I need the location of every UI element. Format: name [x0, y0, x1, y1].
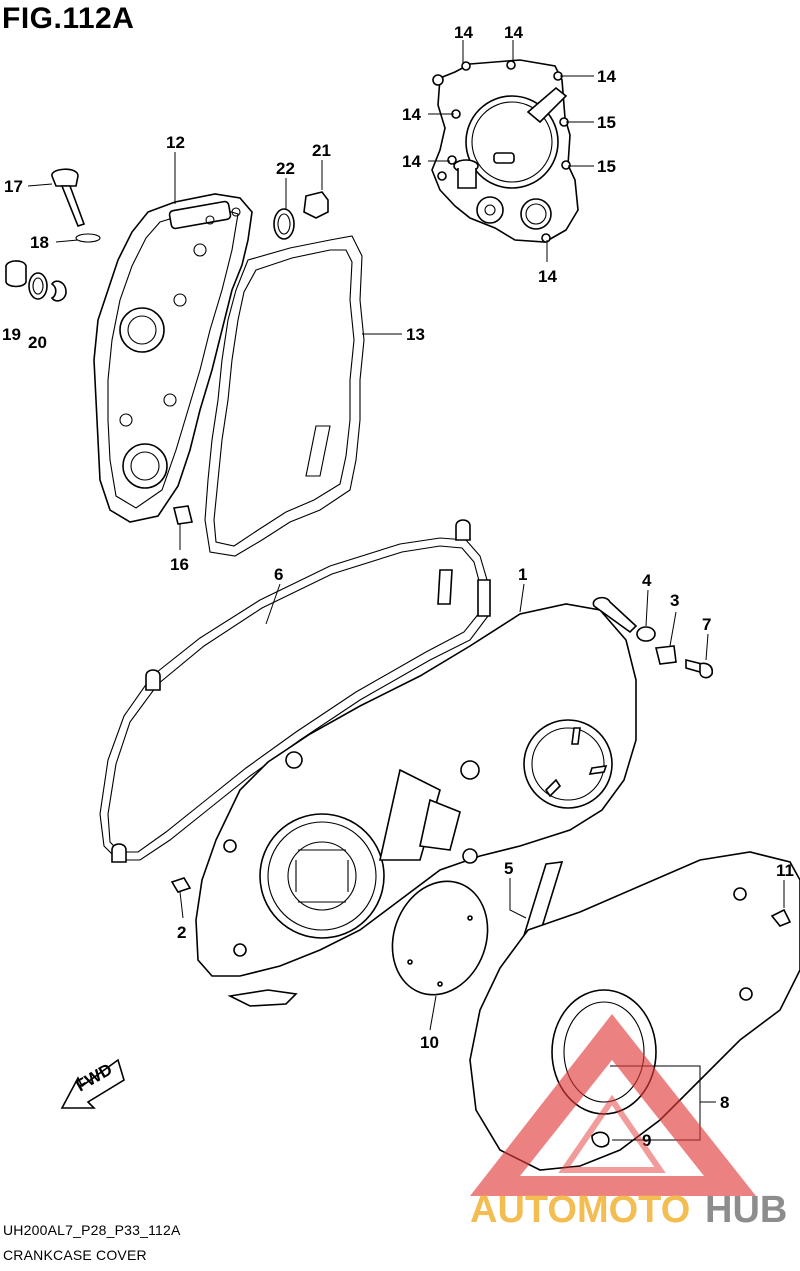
- callout-16: 16: [170, 555, 189, 574]
- figure-title: FIG.112A: [2, 2, 135, 35]
- figure-code: UH200AL7_P28_P33_112A: [3, 1222, 181, 1238]
- cover-gasket: [204, 235, 365, 557]
- callout-10: 10: [420, 1033, 439, 1052]
- belt-cover: [195, 603, 637, 1007]
- callout-5: 5: [504, 859, 513, 878]
- figure-caption: CRANKCASE COVER: [3, 1247, 147, 1263]
- small-cover: [431, 59, 579, 243]
- callout-12: 12: [166, 133, 185, 152]
- callout-17: 17: [4, 177, 23, 196]
- callout-14a: 14: [454, 23, 473, 42]
- callout-labels: 14 14 14 14 14 14 15 15 12 21 22 17 18 1…: [2, 23, 794, 1150]
- callout-15b: 15: [597, 157, 616, 176]
- callout-22: 22: [276, 159, 295, 178]
- callout-14c: 14: [597, 67, 616, 86]
- callout-14b: 14: [504, 23, 523, 42]
- watermark-logo: [470, 1014, 756, 1196]
- callout-4: 4: [642, 571, 652, 590]
- callout-9: 9: [642, 1131, 651, 1150]
- callout-6: 6: [274, 565, 283, 584]
- belt-cover-gasket: [99, 519, 491, 863]
- outer-cover: [469, 851, 800, 1171]
- callout-21: 21: [312, 141, 331, 160]
- crankcase-cover-inner: [93, 193, 253, 523]
- callout-11: 11: [776, 861, 794, 880]
- callout-14e: 14: [402, 152, 421, 171]
- hardware-right: [170, 596, 714, 893]
- callout-19: 19: [2, 325, 21, 344]
- watermark: AUTOMOTO HUB: [470, 1014, 787, 1231]
- cover-cap: [391, 880, 489, 996]
- watermark-text-part2: HUB: [705, 1189, 787, 1231]
- callout-7: 7: [702, 615, 711, 634]
- callout-18: 18: [30, 233, 49, 252]
- callout-8: 8: [720, 1093, 729, 1112]
- callout-14d: 14: [402, 105, 421, 124]
- watermark-text-part1: AUTOMOTO: [470, 1189, 690, 1231]
- small-parts-left: [5, 168, 329, 525]
- callout-13: 13: [406, 325, 425, 344]
- callout-20: 20: [28, 333, 47, 352]
- callout-2: 2: [177, 923, 186, 942]
- callout-15a: 15: [597, 113, 616, 132]
- callout-1: 1: [518, 565, 527, 584]
- callout-14f: 14: [538, 267, 557, 286]
- callout-3: 3: [670, 591, 679, 610]
- fwd-arrow: FWD: [60, 1058, 125, 1109]
